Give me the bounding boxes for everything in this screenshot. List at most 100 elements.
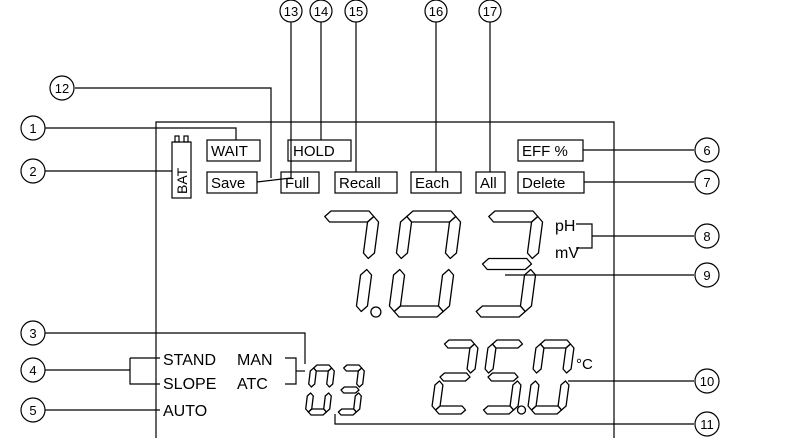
segment-f (308, 367, 317, 388)
callout-3: 3 (20, 320, 46, 346)
svg-text:5: 5 (29, 403, 36, 418)
decimal-point (516, 405, 527, 415)
callout-12: 12 (49, 75, 75, 101)
svg-text:10: 10 (700, 374, 714, 389)
segment-d (434, 405, 467, 415)
svg-text:15: 15 (349, 4, 363, 19)
indicator-save: Save (206, 171, 258, 194)
auto-label: AUTO (163, 403, 207, 420)
segment-d (530, 405, 563, 415)
indicator-hold: HOLD (287, 139, 352, 162)
digit (324, 210, 380, 313)
callout-8: 8 (694, 223, 720, 249)
segment-c (557, 380, 570, 411)
bat-label: BAT (174, 167, 190, 194)
svg-text:4: 4 (29, 363, 36, 378)
segment-b (362, 215, 380, 260)
battery-icon: BAT (171, 135, 192, 199)
svg-text:1: 1 (29, 121, 36, 136)
segment-a (539, 339, 572, 349)
segment-e (388, 268, 406, 313)
segment-b (444, 215, 462, 260)
digit (482, 339, 524, 415)
callout-10: 10 (694, 368, 720, 394)
callout-2: 2 (20, 158, 46, 184)
segment-g (487, 372, 519, 382)
svg-text:14: 14 (314, 4, 328, 19)
full-label: Full (285, 175, 309, 192)
segment-a (488, 210, 539, 223)
celsius-label: °C (576, 356, 593, 373)
svg-text:3: 3 (29, 326, 36, 341)
recall-label: Recall (339, 175, 381, 192)
index-display (305, 364, 365, 416)
segment-e (305, 392, 314, 413)
indicator-wait: WAIT (206, 139, 261, 162)
man-label: MAN (237, 352, 273, 369)
segment-c (519, 268, 537, 313)
svg-text:2: 2 (29, 164, 36, 179)
segment-f (395, 215, 413, 260)
segment-c (509, 380, 522, 411)
segment-d (482, 405, 515, 415)
segment-a (324, 210, 375, 223)
mv-label: mV (555, 245, 579, 262)
svg-text:7: 7 (703, 175, 710, 190)
segment-f (484, 343, 497, 374)
svg-text:17: 17 (483, 4, 497, 19)
save-label: Save (211, 175, 245, 192)
digit (388, 210, 462, 318)
atc-label: ATC (237, 376, 268, 393)
indicator-recall: Recall (334, 171, 398, 194)
callout-16: 16 (424, 0, 448, 23)
segment-b (326, 367, 335, 388)
main-reading-display (324, 210, 544, 318)
callout-15: 15 (344, 0, 368, 23)
digit (475, 210, 544, 318)
segment-c (437, 268, 455, 313)
segment-c (353, 392, 362, 413)
segment-d (475, 305, 526, 318)
segment-b (356, 367, 365, 388)
callout-11: 11 (694, 411, 720, 437)
segment-g (481, 257, 533, 271)
indicator-eff: EFF % (517, 139, 584, 162)
digit (527, 339, 575, 415)
indicator-all: All (475, 171, 506, 194)
callout-5: 5 (20, 397, 46, 423)
svg-text:8: 8 (703, 229, 710, 244)
segment-g (340, 386, 360, 394)
digit (337, 364, 365, 416)
delete-label: Delete (522, 175, 565, 192)
segment-a (443, 339, 476, 349)
stand-label: STAND (163, 352, 216, 369)
segment-d (337, 408, 358, 416)
svg-text:13: 13 (284, 4, 298, 19)
leader-lines (45, 22, 694, 425)
svg-text:12: 12 (55, 81, 69, 96)
svg-text:6: 6 (703, 143, 710, 158)
segment-a (406, 210, 457, 223)
segment-b (562, 343, 575, 374)
svg-text:16: 16 (429, 4, 443, 19)
decimal-point (370, 306, 382, 318)
eff-label: EFF % (522, 143, 568, 160)
callout-14: 14 (309, 0, 333, 23)
indicator-full: Full (280, 171, 320, 194)
lcd-frame (155, 121, 615, 438)
segment-c (355, 268, 373, 313)
segment-c (323, 392, 332, 413)
segment-a (491, 339, 524, 349)
all-label: All (480, 175, 497, 192)
callout-7: 7 (694, 169, 720, 195)
segment-g (439, 372, 471, 382)
segment-e (527, 380, 540, 411)
ph-label: pH (555, 218, 575, 235)
callout-6: 6 (694, 137, 720, 163)
digit (305, 364, 335, 416)
each-label: Each (415, 175, 449, 192)
indicator-delete: Delete (517, 171, 585, 194)
callout-9: 9 (694, 262, 720, 288)
segment-b (526, 215, 544, 260)
